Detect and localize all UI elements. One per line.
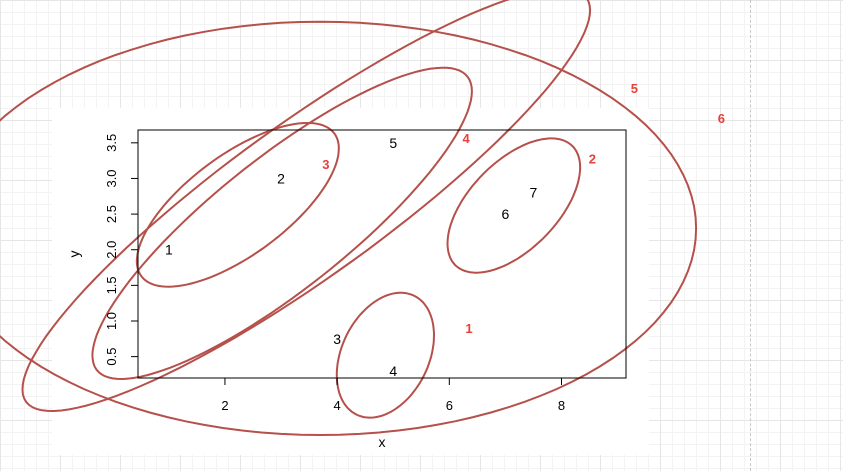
x-tick-label-6: 6 xyxy=(446,398,453,413)
y-tick-label-1.5: 1.5 xyxy=(104,276,119,294)
y-tick-label-2.0: 2.0 xyxy=(104,241,119,259)
cluster-label-3: 3 xyxy=(322,157,329,172)
y-axis-label: y xyxy=(66,251,82,258)
plot-canvas xyxy=(52,108,649,455)
cluster-label-1: 1 xyxy=(465,321,472,336)
cluster-ellipse-3 xyxy=(135,122,340,288)
cluster-label-5: 5 xyxy=(631,81,638,96)
cluster-ellipse-4 xyxy=(91,66,473,381)
point-labels: 1 2 3 4 5 6 7 xyxy=(165,135,538,379)
cluster-ellipse-5 xyxy=(21,0,592,413)
cluster-ellipse-2 xyxy=(446,137,582,274)
point-label-1: 1 xyxy=(165,242,173,258)
axes: 2 4 6 8 0.5 1.0 1.5 2.0 2.5 3.0 3.5 x y xyxy=(66,129,627,450)
point-label-2: 2 xyxy=(277,170,285,186)
vertical-guide-line xyxy=(750,0,751,471)
cluster-labels: 1 2 3 4 5 6 xyxy=(322,81,725,336)
x-tick-label-2: 2 xyxy=(221,398,228,413)
cluster-ellipse-6 xyxy=(0,20,698,437)
y-tick-label-2.5: 2.5 xyxy=(104,205,119,223)
cluster-ellipse-1 xyxy=(335,291,436,419)
y-tick-label-3.5: 3.5 xyxy=(104,134,119,152)
cluster-label-6: 6 xyxy=(718,111,725,126)
y-tick-label-1.0: 1.0 xyxy=(104,312,119,330)
x-tick-label-4: 4 xyxy=(334,398,341,413)
y-tick-label-0.5: 0.5 xyxy=(104,348,119,366)
cluster-label-2: 2 xyxy=(589,152,596,167)
x-axis-label: x xyxy=(379,434,386,450)
plot-frame xyxy=(137,129,627,379)
point-label-5: 5 xyxy=(389,135,397,151)
point-label-7: 7 xyxy=(530,185,538,201)
x-tick-label-8: 8 xyxy=(558,398,565,413)
y-tick-label-3.0: 3.0 xyxy=(104,169,119,187)
point-label-6: 6 xyxy=(502,206,510,222)
point-label-3: 3 xyxy=(333,331,341,347)
point-label-4: 4 xyxy=(389,363,397,379)
cluster-label-4: 4 xyxy=(463,131,471,146)
